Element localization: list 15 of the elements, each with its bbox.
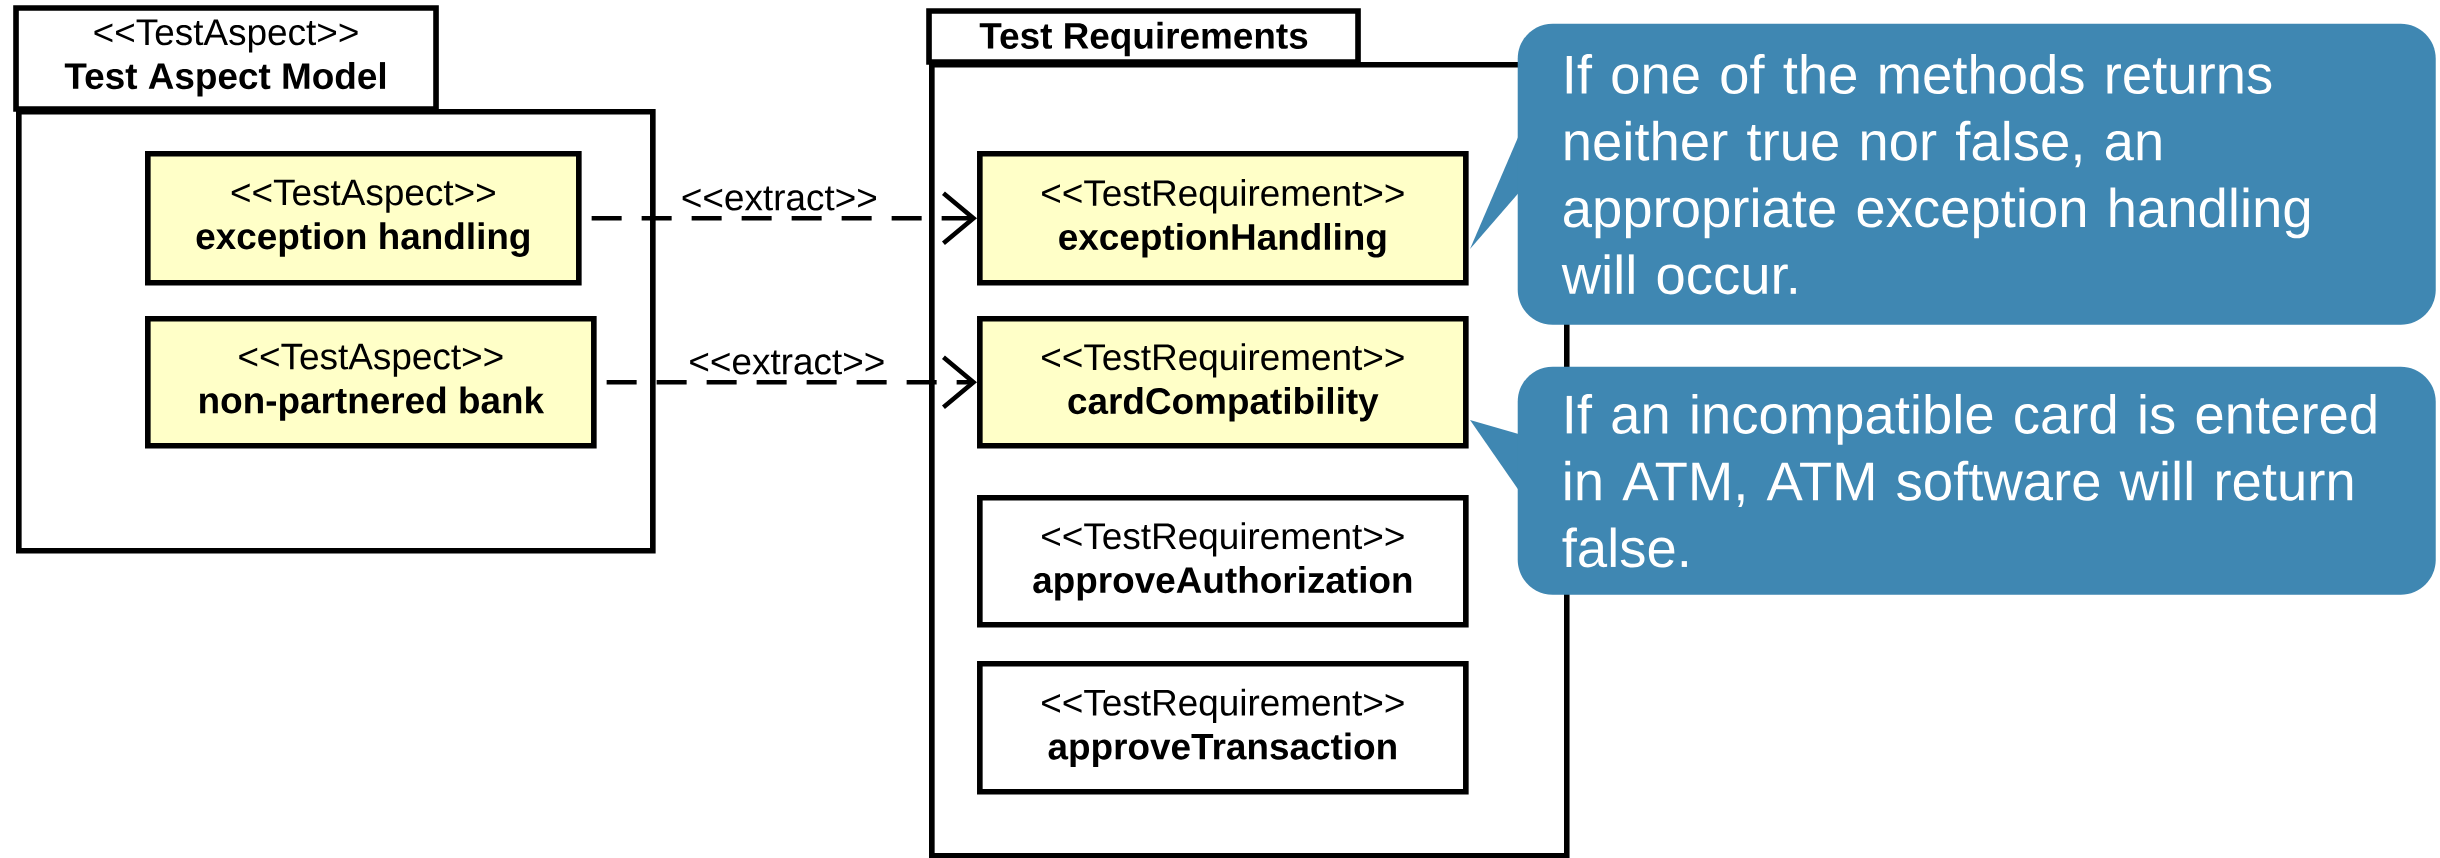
class-box: <<TestRequirement>> approveTransaction (977, 661, 1469, 795)
class-box: <<TestRequirement>> exceptionHandling (977, 151, 1469, 286)
dependency-arrow (606, 355, 977, 410)
node-label: Test Requirements (979, 21, 1308, 57)
class-box: <<TestRequirement>> approveAuthorization (977, 495, 1469, 628)
node-label: <<TestAspect>> (94, 19, 358, 53)
edge-label: <<extract>> (682, 186, 876, 211)
speech-bubble: If an incompatible card is entered in ATM, ATM software will return false. (1470, 366, 2436, 595)
class-box: <<TestAspect>> non-partnered bank (145, 316, 597, 449)
edge-label: <<extract>> (690, 350, 884, 375)
node-label: Test Aspect Model (64, 62, 386, 97)
class-box: <<TestRequirement>> cardCompatibility (977, 316, 1469, 449)
dependency-arrow (591, 191, 977, 246)
speech-bubble: If one of the methods returns neither true nor false, an appropriate exception handling will occur. (1470, 23, 2436, 325)
class-box: <<TestAspect>> exception handling (145, 151, 582, 286)
